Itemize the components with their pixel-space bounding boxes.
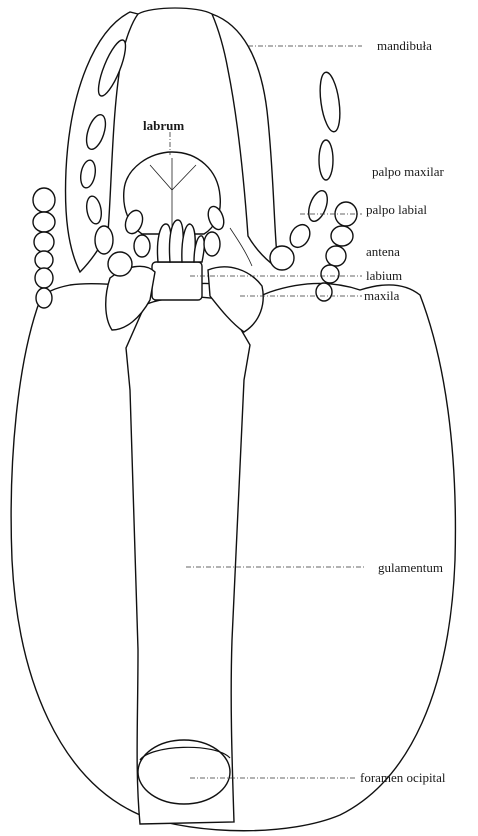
label-maxila: maxila: [364, 288, 400, 303]
label-palpo-maxilar: palpo maxilar: [372, 164, 445, 179]
label-labium: labium: [366, 268, 402, 283]
label-foramen-ocipital: foramen ocipital: [360, 770, 446, 785]
foramen-ocipital: [138, 740, 230, 804]
label-mandibula: mandibuła: [377, 38, 432, 53]
label-antena: antena: [366, 244, 400, 259]
label-labrum: labrum: [143, 118, 184, 133]
label-palpo-labial: palpo labial: [366, 202, 427, 217]
right-mandible: [212, 14, 278, 268]
label-gulamentum: gulamentum: [378, 560, 443, 575]
